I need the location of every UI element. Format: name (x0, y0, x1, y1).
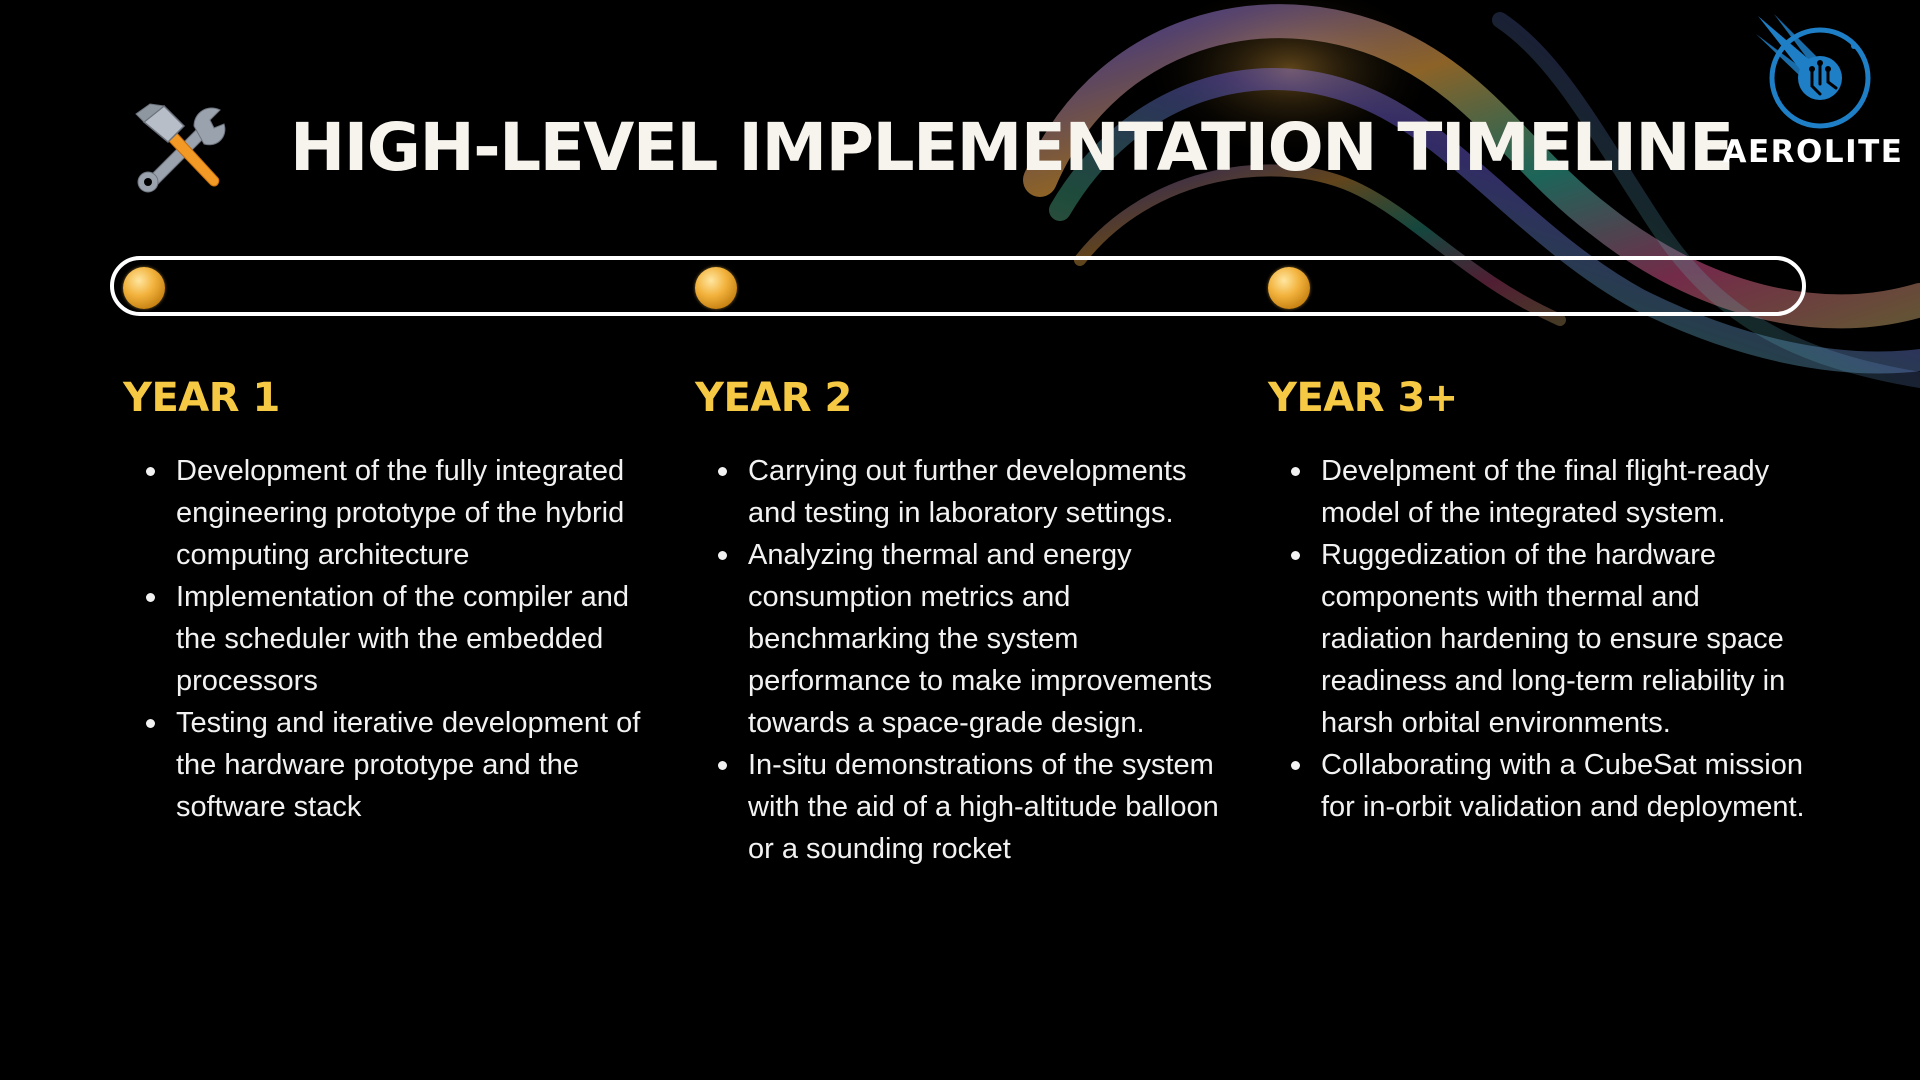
milestone-item: Implementation of the compiler and the s… (123, 576, 663, 702)
milestone-text: Ruggedization of the hardware components… (1321, 539, 1786, 739)
bullet-dot (718, 467, 727, 476)
milestone-item: Development of the fully integrated engi… (123, 450, 663, 576)
aerolite-logo: AEROLITE (1718, 12, 1908, 177)
milestone-item: Ruggedization of the hardware components… (1268, 534, 1808, 744)
year-heading: YEAR 1 (123, 375, 280, 421)
comet-circuit-icon (1756, 14, 1871, 129)
milestone-text: Carrying out further developments and te… (748, 455, 1187, 529)
bullet-dot (146, 719, 155, 728)
timeline-track (110, 256, 1806, 316)
bullet-dot (718, 761, 727, 770)
milestone-text: In-situ demonstrations of the system wit… (748, 749, 1219, 865)
milestone-item: Collaborating with a CubeSat mission for… (1268, 744, 1808, 828)
milestone-item: Carrying out further developments and te… (695, 450, 1235, 534)
page-title: HIGH-LEVEL IMPLEMENTATION TIMELINE (290, 109, 1734, 186)
timeline-column-year-1: YEAR 1 Development of the fully integrat… (123, 370, 663, 828)
milestone-text: Collaborating with a CubeSat mission for… (1321, 749, 1805, 823)
milestone-text: Develpment of the final flight-ready mod… (1321, 455, 1770, 529)
milestone-item: Analyzing thermal and energy consumption… (695, 534, 1235, 744)
milestone-text: Testing and iterative development of the… (176, 707, 641, 823)
milestone-list: Development of the fully integrated engi… (123, 450, 663, 828)
milestone-item: Testing and iterative development of the… (123, 702, 663, 828)
milestone-list: Carrying out further developments and te… (695, 450, 1235, 870)
logo-wordmark: AEROLITE (1722, 134, 1904, 170)
timeline-column-year-3: YEAR 3+ Develpment of the final flight-r… (1268, 370, 1808, 828)
milestone-list: Develpment of the final flight-ready mod… (1268, 450, 1808, 828)
timeline-marker-year-3 (1268, 267, 1310, 309)
bullet-dot (718, 551, 727, 560)
milestone-text: Implementation of the compiler and the s… (176, 581, 629, 697)
year-heading: YEAR 2 (695, 375, 852, 421)
bullet-dot (146, 593, 155, 602)
milestone-text: Development of the fully integrated engi… (176, 455, 625, 571)
timeline-marker-year-2 (695, 267, 737, 309)
milestone-item: Develpment of the final flight-ready mod… (1268, 450, 1808, 534)
bullet-dot (1291, 467, 1300, 476)
timeline-marker-year-1 (123, 267, 165, 309)
bullet-dot (1291, 761, 1300, 770)
year-heading: YEAR 3+ (1268, 375, 1458, 421)
milestone-text: Analyzing thermal and energy consumption… (748, 539, 1213, 739)
timeline-column-year-2: YEAR 2 Carrying out further developments… (695, 370, 1235, 870)
bullet-dot (146, 467, 155, 476)
hammer-and-wrench-icon (135, 103, 226, 193)
bullet-dot (1291, 551, 1300, 560)
milestone-item: In-situ demonstrations of the system wit… (695, 744, 1235, 870)
